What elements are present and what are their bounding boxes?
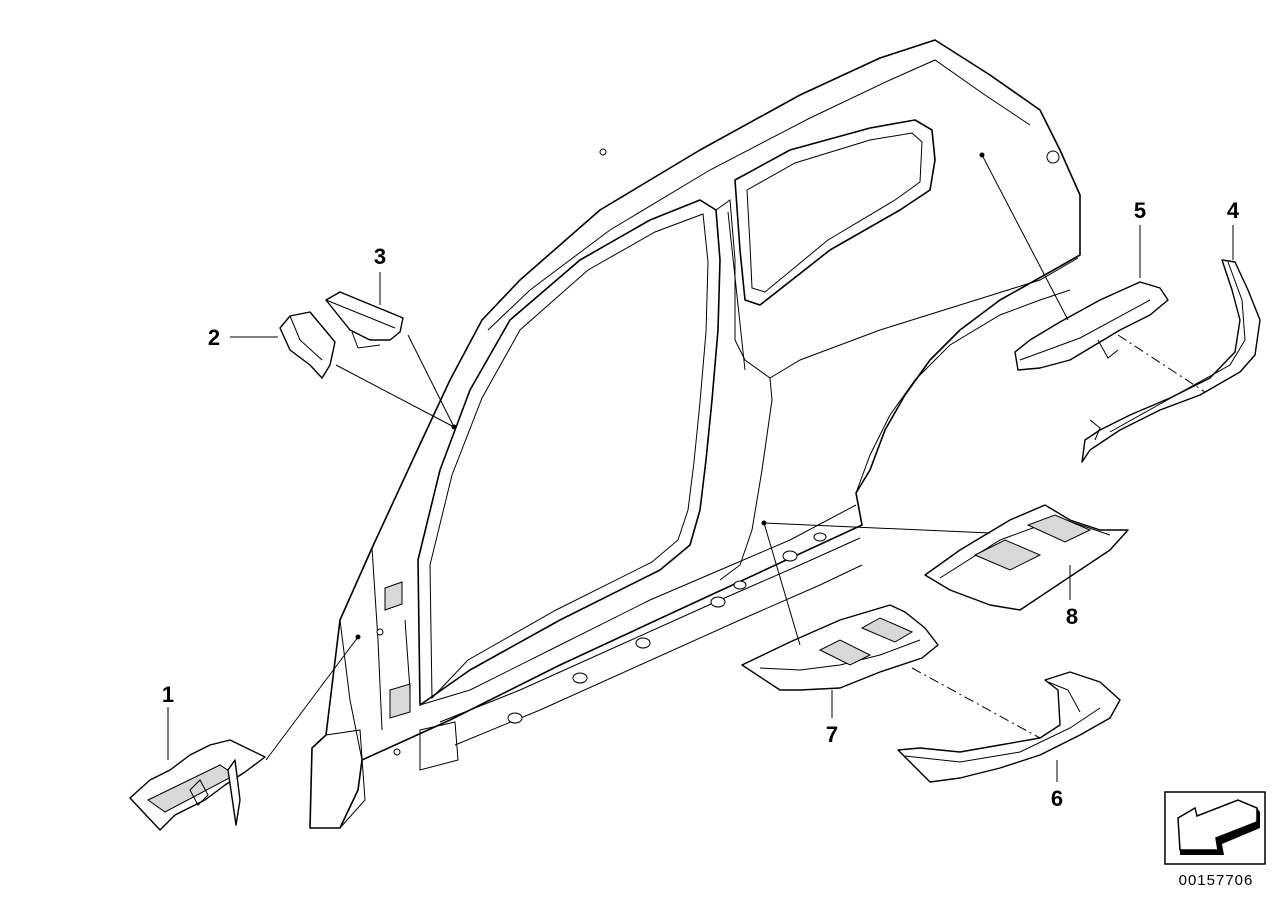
callout-5: 5 [1134, 198, 1146, 223]
callout-6: 6 [1051, 786, 1063, 811]
part-1[interactable] [129, 739, 266, 831]
callout-7: 7 [826, 722, 838, 747]
callout-3: 3 [374, 244, 386, 269]
part-3[interactable] [325, 291, 404, 349]
part-8[interactable] [924, 504, 1129, 611]
arrow-direction-icon [1164, 791, 1266, 865]
callout-8: 8 [1066, 604, 1078, 629]
rocker-holes [376, 148, 1060, 756]
callout-1: 1 [162, 682, 174, 707]
side-frame [309, 39, 1081, 829]
callout-2: 2 [208, 325, 220, 350]
part-4[interactable] [1081, 259, 1261, 463]
document-number: 00157706 [1179, 872, 1254, 889]
callout-4: 4 [1227, 198, 1240, 223]
part-7[interactable] [741, 604, 939, 691]
part-2[interactable] [279, 311, 336, 379]
part-5[interactable] [1014, 281, 1169, 371]
part-6[interactable] [897, 671, 1121, 783]
